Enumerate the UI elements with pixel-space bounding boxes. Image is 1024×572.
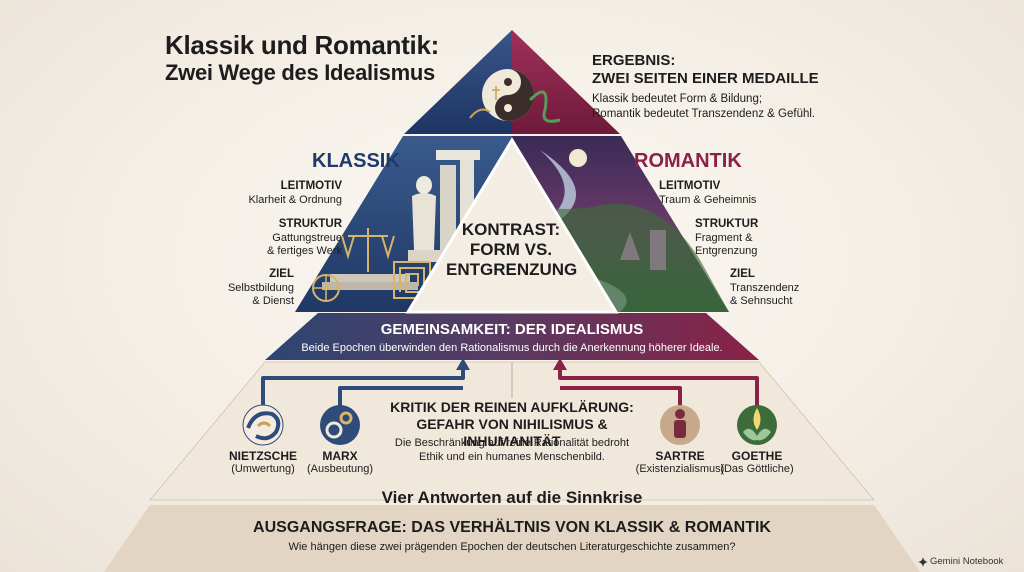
klassik-struktur-line2: & fertiges Werk	[267, 244, 342, 257]
thinker-name: GOETHE	[731, 449, 783, 463]
romantik-ziel-line2: & Sehnsucht	[730, 294, 793, 307]
idealismus-band	[265, 313, 759, 360]
gemeinsamkeit-body: Beide Epochen überwinden den Rationalism…	[301, 342, 723, 354]
base-tier	[104, 505, 920, 572]
klassik-struktur-line1: Gattungstreue	[272, 231, 342, 244]
kritik-title-line1: KRITIK DER REINEN AUFKLÄRUNG:	[390, 399, 634, 415]
yin-yang-icon	[482, 69, 534, 121]
thinker-nietzsche: NIETZSCHE (Umwertung)	[208, 449, 318, 476]
thinker-note: (Existenzialismus)	[635, 463, 725, 476]
klassik-heading: KLASSIK	[312, 150, 400, 172]
top-triangle-right	[512, 30, 620, 134]
kritik-body-line1: Die Beschränkung auf reine Rationalität …	[394, 437, 630, 449]
romantik-heading: ROMANTIK	[634, 150, 742, 172]
klassik-ziel-line1: Selbstbildung	[227, 281, 294, 294]
thinker-goethe: GOETHE (Das Göttliche)	[702, 449, 812, 476]
thinker-name: MARX	[322, 449, 358, 463]
ergebnis-title: ERGEBNIS: ZWEI SEITEN EINER MEDAILLE	[592, 52, 819, 88]
ergebnis-body: Klassik bedeutet Form & Bildung; Romanti…	[592, 92, 815, 122]
klassik-leitmotiv: LEITMOTIV Klarheit & Ordnung	[248, 180, 342, 207]
klassik-struktur: STRUKTUR Gattungstreue & fertiges Werk	[267, 218, 342, 258]
klassik-leitmotiv-label: LEITMOTIV	[280, 180, 342, 192]
page-subtitle: Zwei Wege des Idealismus	[165, 60, 435, 85]
ergebnis-title-line1: ERGEBNIS:	[592, 52, 676, 69]
thinker-note: (Umwertung)	[231, 463, 295, 476]
klassik-ziel: ZIEL Selbstbildung & Dienst	[228, 268, 294, 308]
lotus-flame-icon	[737, 405, 777, 445]
romantik-ziel-line1: Transzendenz	[730, 281, 800, 294]
kontrast-triangle	[405, 137, 619, 314]
ergebnis-title-line2: ZWEI SEITEN EINER MEDAILLE	[592, 70, 819, 87]
thinker-name: SARTRE	[655, 449, 705, 463]
romantik-struktur: STRUKTUR Fragment & Entgrenzung	[695, 218, 758, 258]
lower-tier	[148, 361, 876, 501]
kontrast-line1: KONTRAST:	[461, 220, 561, 239]
romantik-struktur-label: STRUKTUR	[695, 218, 759, 230]
romantik-leitmotiv-label: LEITMOTIV	[659, 180, 721, 192]
romantik-struktur-line1: Fragment &	[695, 231, 753, 244]
kritik-body: Die Beschränkung auf reine Rationalität …	[372, 436, 652, 465]
klassik-leitmotiv-text: Klarheit & Ordnung	[248, 193, 342, 206]
thinker-sartre: SARTRE (Existenzialismus)	[625, 449, 735, 476]
person-icon	[660, 405, 700, 445]
ausgangsfrage-body: Wie hängen diese zwei prägenden Epochen …	[288, 541, 736, 553]
ausgangsfrage-title: AUSGANGSFRAGE: DAS VERHÄLTNIS VON KLASSI…	[253, 519, 771, 536]
klassik-struktur-label: STRUKTUR	[278, 218, 342, 230]
romantik-ziel-label: ZIEL	[730, 268, 755, 280]
gemeinsamkeit-title: GEMEINSAMKEIT: DER IDEALISMUS	[380, 321, 644, 338]
watermark: Gemini Notebook	[930, 556, 1004, 567]
thinker-note: (Das Göttliche)	[720, 463, 794, 476]
ergebnis-body-line2: Romantik bedeutet Transzendenz & Gefühl.	[592, 107, 816, 120]
kontrast-text: KONTRAST: FORM VS. ENTGRENZUNG	[446, 220, 578, 280]
thinker-marx: MARX (Ausbeutung)	[285, 449, 395, 476]
gears-icon	[320, 405, 360, 445]
kontrast-line3: ENTGRENZUNG	[446, 260, 578, 280]
kontrast-line2: FORM VS.	[469, 240, 553, 260]
top-triangle-left	[404, 30, 512, 134]
klassik-ziel-label: ZIEL	[269, 268, 294, 280]
romantik-leitmotiv: LEITMOTIV Traum & Geheimnis	[659, 180, 756, 207]
swirl-icon	[242, 404, 284, 446]
kritik-title-line2: GEFAHR VON NIHILISMUS & INHUMANITÄT	[416, 415, 608, 449]
thinker-name: NIETZSCHE	[228, 449, 297, 463]
thinker-note: (Ausbeutung)	[306, 463, 374, 476]
romantik-ziel: ZIEL Transzendenz & Sehnsucht	[730, 268, 799, 308]
romantik-leitmotiv-text: Traum & Geheimnis	[659, 193, 757, 206]
vier-antworten-heading: Vier Antworten auf die Sinnkrise	[381, 488, 643, 507]
ergebnis-body-line1: Klassik bedeutet Form & Bildung;	[592, 93, 763, 105]
gemini-logo-icon	[918, 557, 928, 567]
page-title: Klassik und Romantik:	[165, 30, 439, 60]
romantik-struktur-line2: Entgrenzung	[695, 244, 758, 257]
klassik-ziel-line2: & Dienst	[252, 294, 294, 307]
kritik-body-line2: Ethik und ein humanes Menschenbild.	[419, 451, 605, 464]
kritik-title: KRITIK DER REINEN AUFKLÄRUNG: GEFAHR VON…	[372, 399, 652, 449]
